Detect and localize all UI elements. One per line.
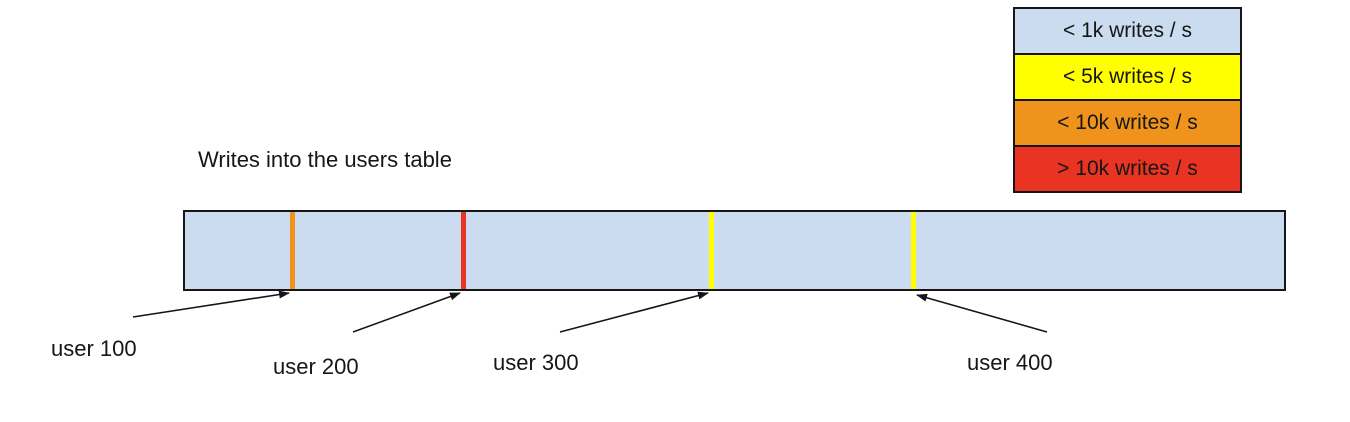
- stripe-user-200: [460, 212, 466, 289]
- diagram-title: Writes into the users table: [198, 147, 452, 172]
- arrow-user-300-icon: [559, 291, 709, 333]
- stripe-user-100: [289, 212, 295, 289]
- arrow-user-400-icon: [916, 293, 1048, 333]
- label-user-100: user 100: [51, 336, 137, 361]
- stripe-user-300: [708, 212, 714, 289]
- arrow-user-200-icon: [352, 292, 461, 333]
- label-user-300: user 300: [493, 350, 579, 375]
- arrow-user-100-icon: [132, 290, 290, 318]
- legend-item-label: < 5k writes / s: [1063, 65, 1192, 88]
- users-table-bar: [183, 210, 1286, 291]
- label-user-400: user 400: [967, 350, 1053, 375]
- legend-item-lt-10k: < 10k writes / s: [1013, 99, 1242, 147]
- legend: < 1k writes / s < 5k writes / s < 10k wr…: [1013, 7, 1242, 193]
- legend-item-label: < 10k writes / s: [1057, 111, 1198, 134]
- legend-item-gt-10k: > 10k writes / s: [1013, 145, 1242, 193]
- legend-item-lt-1k: < 1k writes / s: [1013, 7, 1242, 55]
- stripe-user-400: [910, 212, 916, 289]
- label-user-200: user 200: [273, 354, 359, 379]
- legend-item-label: > 10k writes / s: [1057, 157, 1198, 180]
- legend-item-label: < 1k writes / s: [1063, 19, 1192, 42]
- legend-item-lt-5k: < 5k writes / s: [1013, 53, 1242, 101]
